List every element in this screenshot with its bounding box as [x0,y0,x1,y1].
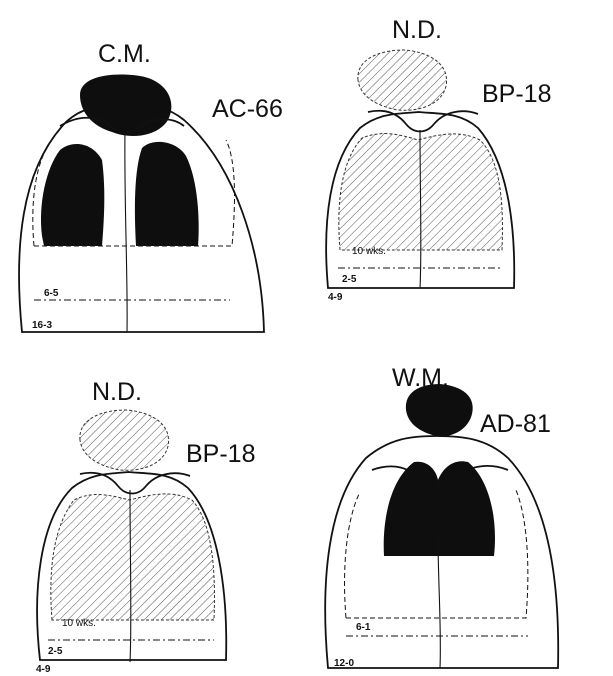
panel-bottom-right: W.M. AD-81 6-1 12-0 [325,364,558,669]
inner-label: 6-5 [44,288,59,299]
case-code: AD-81 [480,410,551,438]
panel-top-left: C.M. AC-66 6-5 16-3 [19,40,283,332]
patient-initials: N.D. [392,16,442,44]
case-code: BP-18 [482,80,551,108]
right-dark-area [135,142,199,246]
head-shadow-dark [406,384,473,436]
outer-label: 4-9 [36,664,51,675]
lateral-boundary-left [345,492,360,618]
lung-hatched-area [51,494,215,620]
case-code: AC-66 [212,95,283,123]
lung-dark-area [384,461,495,556]
patient-initials: N.D. [92,378,142,406]
shoulder-outline [368,111,478,132]
duration-note: 10 wks. [352,246,386,257]
outer-label: 16-3 [32,320,52,331]
duration-note: 10 wks. [62,618,96,629]
inner-label: 6-1 [356,622,371,633]
midline [125,130,127,332]
panel-top-right: N.D. BP-18 10 wks. 2-5 4-9 [326,16,551,303]
inner-label: 2-5 [342,274,357,285]
patient-initials: C.M. [98,40,151,68]
head-hatched-area [80,410,169,470]
outer-label: 4-9 [328,292,343,303]
head-shadow-dark [80,74,171,136]
head-hatched-area [358,50,447,110]
panel-bottom-left: N.D. BP-18 10 wks. 2-5 4-9 [36,378,255,675]
inner-label: 2-5 [48,646,63,657]
left-dark-area [41,144,104,246]
case-code: BP-18 [186,440,255,468]
outer-label: 12-0 [334,658,354,669]
